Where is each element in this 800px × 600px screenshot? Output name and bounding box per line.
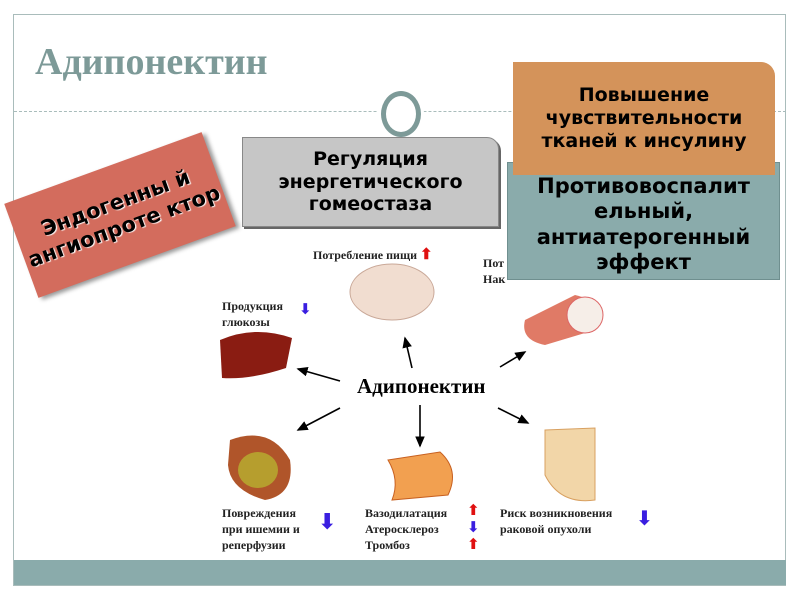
arrow-up-icon: ⬆ bbox=[420, 247, 433, 263]
arrow-up-icon: ⬆ bbox=[467, 535, 480, 553]
slide-frame bbox=[13, 14, 786, 586]
footer-bar bbox=[14, 560, 786, 585]
arrow-down-icon: ⬇ bbox=[299, 300, 312, 318]
insulin-sensitivity-box: Повышение чувствительности тканей к инсу… bbox=[513, 62, 775, 175]
slide-title: Адипонектин bbox=[35, 41, 268, 83]
energy-homeostasis-box: Регуляция энергетического гомеостаза bbox=[242, 137, 499, 227]
vessel-icon bbox=[387, 451, 453, 501]
arrow-to-liver bbox=[296, 367, 341, 382]
food-intake-label: Потребление пищи ⬆ bbox=[313, 247, 433, 263]
arrow-down-icon: ⬇ bbox=[467, 518, 480, 536]
breast-icon bbox=[544, 427, 596, 502]
brain-icon bbox=[349, 263, 435, 321]
arrow-down-icon: ⬇ bbox=[318, 510, 337, 535]
arrow-up-icon: ⬆ bbox=[467, 501, 480, 519]
arrow-to-breast bbox=[497, 407, 530, 424]
arrow-to-heart bbox=[296, 407, 341, 431]
arrow-to-muscle bbox=[499, 351, 527, 368]
arrow-down-icon: ⬇ bbox=[636, 506, 653, 530]
circle-ornament-icon bbox=[381, 91, 421, 137]
antiinflammatory-box: Противовоспалит ельный, антиатерогенный … bbox=[507, 162, 780, 280]
center-adiponectin-label: Адипонектин bbox=[357, 374, 486, 398]
liver-icon bbox=[220, 331, 292, 379]
arrow-to-brain bbox=[402, 336, 413, 369]
